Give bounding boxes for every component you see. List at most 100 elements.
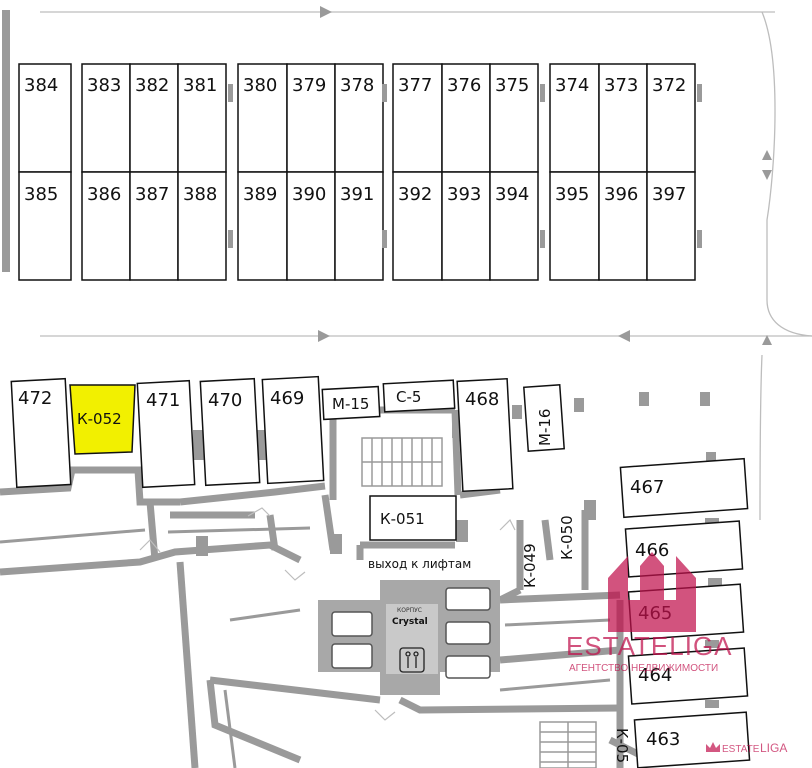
parking-space-373[interactable]: 373	[598, 63, 648, 173]
wall-left-upper	[2, 10, 10, 272]
parking-space-388[interactable]: 388	[177, 171, 227, 281]
parking-space-label: 466	[635, 540, 669, 561]
estateliga-logo	[608, 552, 696, 632]
parking-space-389[interactable]: 389	[237, 171, 288, 281]
parking-space-470[interactable]: 470	[199, 377, 261, 487]
parking-space-386[interactable]: 386	[81, 171, 131, 281]
parking-space-label: 383	[87, 75, 121, 96]
parking-space-label: 386	[87, 184, 121, 205]
parking-space-379[interactable]: 379	[286, 63, 336, 173]
corner-brand-b: LIGA	[760, 741, 787, 755]
parking-space-label: 396	[604, 184, 638, 205]
corner-brand-a: ESTATE	[722, 744, 760, 755]
parking-space-384[interactable]: 384	[18, 63, 72, 173]
parking-space-label: 382	[135, 75, 169, 96]
doors	[139, 507, 516, 721]
watermark-brand: ESTATELIGA	[566, 631, 733, 661]
parking-space-392[interactable]: 392	[392, 171, 443, 281]
parking-space-472[interactable]: 472	[10, 377, 72, 489]
parking-space-м-16[interactable]: М-16	[523, 384, 565, 452]
parking-space-label: 388	[183, 184, 217, 205]
watermark-subtitle: АГЕНТСТВО НЕДВИЖИМОСТИ	[569, 663, 718, 674]
parking-space-label: 374	[555, 75, 589, 96]
building-walls-thin	[0, 526, 611, 768]
parking-space-label: 391	[340, 184, 374, 205]
parking-space-464[interactable]: 464	[627, 647, 749, 705]
parking-space-469[interactable]: 469	[261, 375, 325, 485]
parking-space-label: 464	[638, 665, 672, 686]
elevator-core: КОРПУС Crystal	[318, 580, 500, 695]
parking-space-label: 463	[646, 729, 680, 750]
parking-space-383[interactable]: 383	[81, 63, 131, 173]
parking-space-468[interactable]: 468	[456, 377, 514, 493]
parking-space-label: 393	[447, 184, 481, 205]
parking-space-372[interactable]: 372	[646, 63, 696, 173]
parking-space-k050[interactable]: К-050	[558, 515, 576, 560]
parking-space-label: 389	[243, 184, 277, 205]
parking-space-label: К-052	[77, 410, 122, 428]
wall-posts	[228, 84, 702, 248]
parking-space-label: 376	[447, 75, 481, 96]
stairs-lower	[539, 721, 597, 768]
parking-space-391[interactable]: 391	[334, 171, 384, 281]
parking-space-label: 397	[652, 184, 686, 205]
parking-space-377[interactable]: 377	[392, 63, 443, 173]
parking-space-label: 379	[292, 75, 326, 96]
corner-watermark: ESTATE LIGA	[706, 741, 787, 755]
parking-space-м-15[interactable]: М-15	[321, 385, 381, 421]
parking-space-label: 471	[146, 390, 180, 411]
parking-space-label: 387	[135, 184, 169, 205]
core-small-label: КОРПУС	[397, 607, 422, 614]
parking-space-375[interactable]: 375	[489, 63, 539, 173]
parking-space-label: К-051	[380, 510, 425, 528]
parking-space-393[interactable]: 393	[441, 171, 491, 281]
parking-space-label: 380	[243, 75, 277, 96]
parking-space-label: 469	[270, 388, 304, 409]
parking-space-label: 377	[398, 75, 432, 96]
parking-space-471[interactable]: 471	[136, 379, 196, 489]
parking-space-463[interactable]: 463	[633, 711, 751, 768]
parking-space-label: К-049	[521, 543, 539, 588]
building-walls	[0, 406, 652, 768]
parking-space-label: 467	[630, 477, 664, 498]
parking-space-label: 395	[555, 184, 589, 205]
lane-arrows	[318, 6, 772, 345]
parking-space-k049[interactable]: К-049	[521, 543, 539, 588]
parking-space-label: М-15	[332, 395, 369, 413]
parking-space-397[interactable]: 397	[646, 171, 696, 281]
wall-columns	[193, 392, 722, 708]
parking-space-390[interactable]: 390	[286, 171, 336, 281]
parking-space-467[interactable]: 467	[619, 457, 749, 519]
parking-space-label: М-16	[536, 409, 554, 446]
parking-space-с-5[interactable]: С-5	[382, 379, 456, 413]
stairs-upper	[361, 437, 443, 487]
parking-space-label: 378	[340, 75, 374, 96]
parking-space-label: 375	[495, 75, 529, 96]
parking-space-380[interactable]: 380	[237, 63, 288, 173]
parking-space-387[interactable]: 387	[129, 171, 179, 281]
parking-space-label: К-050	[558, 515, 576, 560]
parking-space-k051[interactable]: К-051	[369, 495, 457, 541]
parking-space-label: 468	[465, 389, 499, 410]
parking-space-394[interactable]: 394	[489, 171, 539, 281]
core-name-label: Crystal	[392, 617, 428, 627]
parking-space-label: 472	[18, 388, 52, 409]
parking-space-385[interactable]: 385	[18, 171, 72, 281]
driving-lanes	[40, 11, 812, 521]
exit-to-elevators-label: выход к лифтам	[368, 557, 471, 571]
parking-space-label: 392	[398, 184, 432, 205]
parking-space-label: 394	[495, 184, 529, 205]
parking-space-381[interactable]: 381	[177, 63, 227, 173]
parking-space-к-052[interactable]: К-052	[69, 384, 136, 455]
parking-space-396[interactable]: 396	[598, 171, 648, 281]
parking-space-k05x[interactable]: К-05	[613, 728, 631, 763]
parking-space-378[interactable]: 378	[334, 63, 384, 173]
parking-space-382[interactable]: 382	[129, 63, 179, 173]
parking-space-376[interactable]: 376	[441, 63, 491, 173]
parking-space-374[interactable]: 374	[549, 63, 600, 173]
parking-space-395[interactable]: 395	[549, 171, 600, 281]
